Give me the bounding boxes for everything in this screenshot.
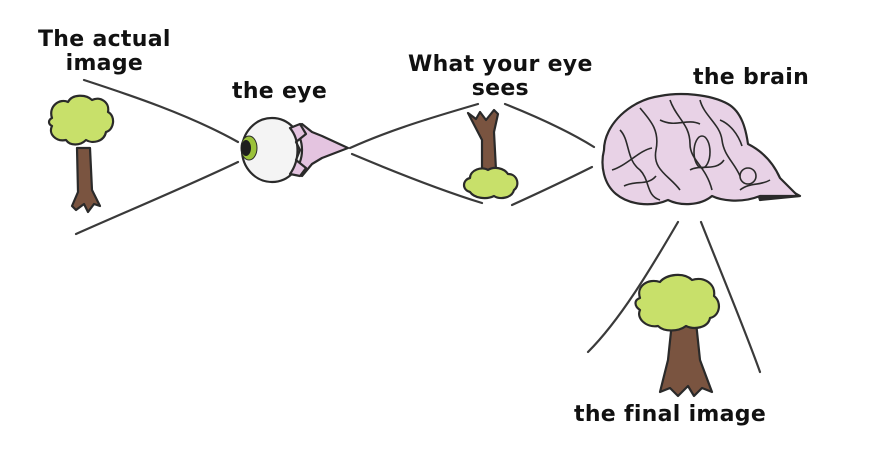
label-brain: the brain <box>693 65 810 90</box>
label-eye-sees-line1: What your eye <box>408 52 593 77</box>
label-actual-image-line2: image <box>65 51 144 76</box>
label-actual-image-line1: The actual <box>38 27 171 52</box>
label-eye: the eye <box>232 79 328 104</box>
line-seen-to-brain-bottom <box>510 165 594 207</box>
eye-icon <box>240 116 350 184</box>
label-eye-sees: What your eye sees <box>408 53 593 101</box>
brain-folds <box>611 99 771 201</box>
line-brain-to-final-left <box>586 220 680 354</box>
label-final-image: the final image <box>574 402 767 427</box>
label-eye-sees-line2: sees <box>471 76 529 101</box>
tree-final-image-icon <box>634 273 720 398</box>
line-seen-to-brain-top <box>503 102 596 149</box>
brain-icon <box>601 92 802 206</box>
tree-actual-image-icon <box>47 94 115 214</box>
line-brain-to-final-right <box>699 220 762 374</box>
tree-inverted-icon <box>462 108 519 200</box>
line-eye-to-seen-bottom <box>350 152 484 205</box>
label-actual-image: The actual image <box>38 28 171 76</box>
line-eye-to-seen-top <box>348 102 480 150</box>
line-image-to-eye-bottom <box>74 160 240 236</box>
line-image-to-eye-top <box>82 78 240 144</box>
